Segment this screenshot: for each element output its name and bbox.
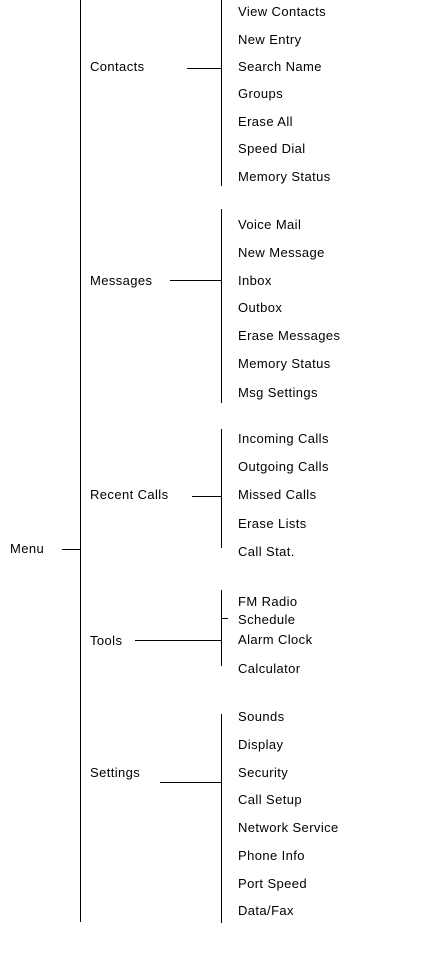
item-tools-schedule: Schedule: [238, 612, 296, 627]
bracket-settings: [221, 714, 222, 923]
item-contacts-memory-status: Memory Status: [238, 169, 331, 184]
item-contacts-speed-dial: Speed Dial: [238, 141, 306, 156]
connector-recent-calls: [192, 496, 221, 497]
bracket-messages: [221, 209, 222, 403]
item-contacts-view-contacts: View Contacts: [238, 4, 327, 19]
item-recent-calls-erase-lists: Erase Lists: [238, 516, 307, 531]
tools-tick-mark: [221, 618, 228, 619]
item-messages-inbox: Inbox: [238, 273, 272, 288]
connector-tools: [135, 640, 221, 641]
item-contacts-new-entry: New Entry: [238, 32, 302, 47]
item-tools-fm-radio: FM Radio: [238, 594, 298, 609]
item-recent-calls-missed-calls: Missed Calls: [238, 487, 317, 502]
bracket-recent-calls: [221, 429, 222, 548]
item-recent-calls-outgoing-calls: Outgoing Calls: [238, 459, 329, 474]
item-messages-erase-messages: Erase Messages: [238, 328, 341, 343]
bracket-tools: [221, 590, 222, 666]
item-messages-outbox: Outbox: [238, 300, 283, 315]
item-settings-call-setup: Call Setup: [238, 792, 302, 807]
item-tools-calculator: Calculator: [238, 661, 301, 676]
connector-contacts: [187, 68, 221, 69]
group-label-settings: Settings: [90, 765, 141, 780]
item-tools-alarm-clock: Alarm Clock: [238, 632, 313, 647]
item-messages-msg-settings: Msg Settings: [238, 385, 318, 400]
bracket-contacts: [221, 0, 222, 186]
root-label: Menu: [10, 541, 45, 556]
item-contacts-erase-all: Erase All: [238, 114, 293, 129]
group-label-contacts: Contacts: [90, 59, 145, 74]
group-label-recent-calls: Recent Calls: [90, 487, 169, 502]
connector-messages: [170, 280, 221, 281]
item-settings-data-fax: Data/Fax: [238, 903, 294, 918]
connector-settings: [160, 782, 221, 783]
group-label-messages: Messages: [90, 273, 153, 288]
item-contacts-groups: Groups: [238, 86, 284, 101]
item-contacts-search-name: Search Name: [238, 59, 322, 74]
item-settings-display: Display: [238, 737, 284, 752]
root-connector: [62, 549, 81, 550]
item-messages-memory-status: Memory Status: [238, 356, 331, 371]
item-recent-calls-incoming-calls: Incoming Calls: [238, 431, 329, 446]
item-recent-calls-call-stat: Call Stat.: [238, 544, 295, 559]
item-settings-network-service: Network Service: [238, 820, 339, 835]
item-settings-sounds: Sounds: [238, 709, 285, 724]
item-settings-port-speed: Port Speed: [238, 876, 308, 891]
main-trunk: [80, 0, 81, 922]
item-settings-security: Security: [238, 765, 289, 780]
item-settings-phone-info: Phone Info: [238, 848, 305, 863]
item-messages-voice-mail: Voice Mail: [238, 217, 302, 232]
group-label-tools: Tools: [90, 633, 123, 648]
item-messages-new-message: New Message: [238, 245, 325, 260]
